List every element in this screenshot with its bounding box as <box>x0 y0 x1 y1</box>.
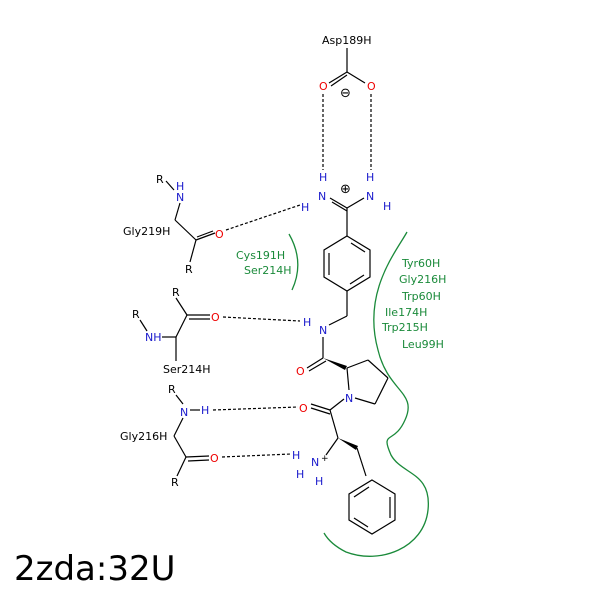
atom-nitrogen: N <box>319 324 327 337</box>
bond <box>356 447 367 477</box>
negative-charge-icon: ⊖ <box>340 86 351 101</box>
hydrophobic-residue: Tyr60H <box>401 257 440 270</box>
bond <box>310 407 331 415</box>
bond <box>329 197 348 209</box>
atom-nh: NH <box>145 331 162 344</box>
atom-hydrogen: H <box>296 468 304 481</box>
atom-r-group: R <box>156 173 164 186</box>
bond <box>331 201 348 212</box>
atom-nitrogen: N <box>345 392 353 405</box>
hydrophobic-residue: Trp215H <box>381 321 428 334</box>
bond <box>187 459 210 462</box>
atom-r-group: R <box>172 286 180 299</box>
bond <box>367 359 389 379</box>
atom-hydrogen: H <box>176 180 184 193</box>
bond <box>165 180 175 191</box>
atom-oxygen: O <box>215 228 224 241</box>
bond <box>354 397 376 405</box>
phenyl-ring <box>348 479 396 535</box>
bond <box>139 319 148 332</box>
bond <box>175 314 188 338</box>
bond <box>328 315 348 326</box>
hydrophobic-residue: Gly216H <box>399 273 446 286</box>
bond <box>185 455 210 458</box>
residue-gly219: Gly219H <box>123 225 170 238</box>
bond <box>310 403 331 411</box>
bond <box>329 398 345 411</box>
atom-hydrogen: H <box>303 316 311 329</box>
residue-cys191: Cys191H <box>236 249 285 262</box>
hydrophobic-residue-list: Tyr60H Gly216H Trp60H Ile174H Trp215H Le… <box>381 257 446 351</box>
hydrophobic-residue: Trp60H <box>401 290 441 303</box>
residue-ser214: Ser214H <box>244 264 292 277</box>
bond <box>175 297 188 316</box>
hydrogen-bond <box>212 406 299 411</box>
atom-oxygen: O <box>367 80 376 93</box>
bond <box>346 367 350 391</box>
bond <box>189 239 197 263</box>
hydrogen-bond <box>222 316 301 322</box>
atom-r-group: R <box>168 383 176 396</box>
hydrogen-bond <box>225 204 301 231</box>
bond <box>196 230 214 238</box>
atom-r-group: R <box>185 263 193 276</box>
atom-nitrogen: N <box>366 190 374 203</box>
atom-hydrogen: H <box>366 171 374 184</box>
bond <box>374 377 389 405</box>
bond <box>349 274 365 285</box>
hydrophobic-residue: Ile174H <box>385 306 427 319</box>
bond <box>353 486 370 498</box>
bond <box>306 357 324 369</box>
residue-ser214: Ser214H <box>163 363 211 376</box>
atom-oxygen: O <box>210 452 219 465</box>
atom-nitrogen: N <box>176 191 184 204</box>
atom-hydrogen: H <box>201 404 209 417</box>
bond <box>175 394 184 405</box>
bond <box>350 242 366 253</box>
residue-asp189: Asp189H <box>322 34 372 47</box>
atom-oxygen: O <box>319 80 328 93</box>
bond <box>174 202 181 221</box>
hydrophobic-contact-arc <box>323 231 429 557</box>
atom-hydrogen: H <box>383 200 391 213</box>
bond <box>353 517 369 528</box>
atom-nitrogen: N <box>318 190 326 203</box>
positive-charge-icon: + <box>321 454 329 464</box>
atom-oxygen: O <box>299 402 308 415</box>
atom-r-group: R <box>171 476 179 489</box>
positive-charge-icon: ⊕ <box>340 182 351 197</box>
atom-nitrogen: N <box>180 406 188 419</box>
bond <box>328 71 348 84</box>
bond <box>346 197 365 209</box>
atom-oxygen: O <box>296 365 305 378</box>
bond <box>325 437 339 456</box>
hydrophobic-contact-arc <box>288 233 299 291</box>
wedge-bond <box>323 358 347 370</box>
bond <box>308 360 327 372</box>
atom-hydrogen: H <box>319 171 327 184</box>
bond <box>346 359 369 369</box>
atom-oxygen: O <box>211 311 220 324</box>
bond <box>176 456 187 477</box>
bond <box>195 232 216 241</box>
hydrophobic-residue: Leu99H <box>402 338 444 351</box>
atom-hydrogen: H <box>292 449 300 462</box>
bond <box>346 71 366 84</box>
bond <box>173 417 184 437</box>
hydrogen-bond <box>221 453 292 458</box>
residue-gly216: Gly216H <box>120 430 167 443</box>
atom-hydrogen: H <box>301 201 309 214</box>
bond <box>329 409 339 439</box>
atom-r-group: R <box>132 308 140 321</box>
bond <box>174 219 197 241</box>
wedge-bond <box>338 438 358 450</box>
atom-nitrogen: N <box>311 456 319 469</box>
bond <box>173 435 187 458</box>
pdb-ligand-title: 2zda:32U <box>14 549 176 589</box>
bond <box>330 74 348 87</box>
benzene-ring <box>323 235 371 292</box>
atom-hydrogen: H <box>315 475 323 488</box>
